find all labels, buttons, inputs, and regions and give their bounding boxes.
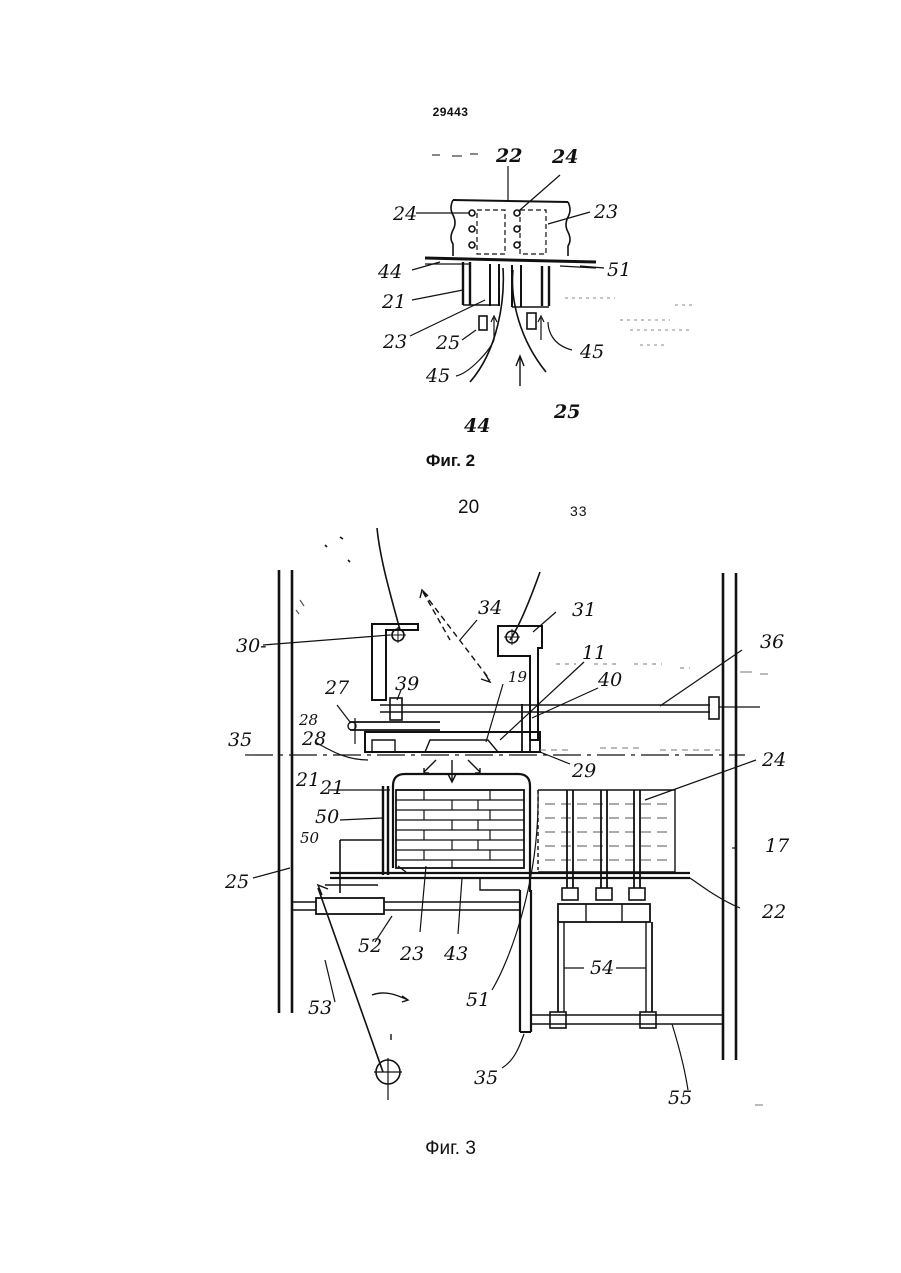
fig3-label-25: 25 — [224, 871, 249, 893]
fig3-label-19: 19 — [508, 668, 528, 686]
fig3-label-29: 29 — [571, 760, 596, 782]
fig3-label-40: 40 — [597, 669, 622, 691]
fig3-label-52: 52 — [358, 935, 382, 957]
fig3-label-22: 22 — [761, 901, 786, 923]
fig3-label-21-b: 21 — [319, 777, 344, 799]
fig3-label-50-b: 50 — [300, 829, 320, 847]
fig3-label-39: 39 — [395, 673, 419, 695]
fig3-label-55: 55 — [668, 1087, 692, 1109]
fig3-label-53: 53 — [308, 997, 332, 1019]
fig3-label-54: 54 — [590, 957, 614, 979]
fig3-label-35-bottom: 35 — [474, 1067, 498, 1089]
fig3-label-24: 24 — [761, 749, 786, 771]
fig3-label-35-left: 35 — [228, 729, 252, 751]
fig3-label-31: 31 — [572, 599, 596, 621]
figure-3-caption: Фиг. 3 — [0, 1138, 901, 1160]
fig3-label-28: 28 — [301, 728, 326, 750]
fig3-label-11: 11 — [582, 642, 606, 664]
fig3-label-30: 30- — [236, 635, 267, 657]
fig3-label-34: 34 — [478, 597, 502, 619]
fig3-label-21-a: 21 — [295, 769, 320, 791]
fig3-label-27: 27 — [324, 677, 350, 699]
fig3-label-50-a: 50 — [315, 806, 339, 828]
fig3-label-23: 23 — [399, 943, 424, 965]
fig3-label-51: 51 — [466, 989, 490, 1011]
fig3-label-36: 36 — [760, 631, 784, 653]
fig3-label-28-small: 28 — [298, 711, 318, 729]
fig3-label-17: 17 — [765, 835, 790, 857]
fig3-label-43: 43 — [443, 943, 468, 965]
